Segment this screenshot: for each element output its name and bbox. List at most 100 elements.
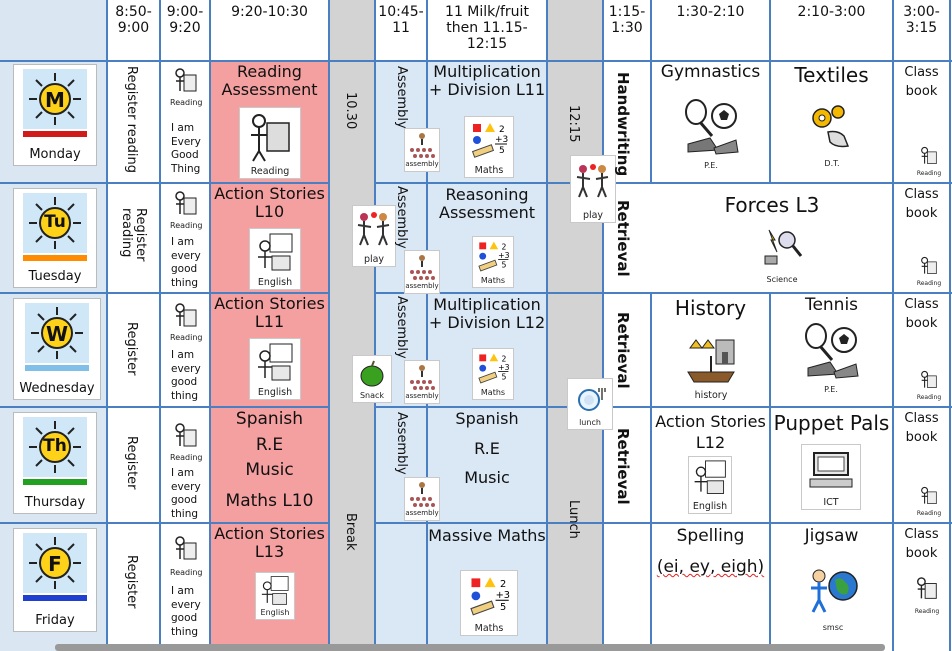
cell-thu-mid: Spanish R.E Music bbox=[428, 408, 546, 522]
pe-icon bbox=[685, 99, 739, 155]
lesson-subtitle: (ei, ey, eigh) bbox=[656, 557, 765, 577]
reading-icon bbox=[921, 256, 937, 274]
symbol-caption: ICT bbox=[823, 497, 839, 508]
header-time-3: 9:20-10:30 bbox=[231, 4, 308, 20]
symbol-caption: Reading bbox=[916, 280, 942, 287]
symbol-caption: Reading bbox=[914, 608, 940, 615]
lesson-title: Tennis bbox=[804, 295, 859, 315]
reading-symbol-tuesday: Reading bbox=[170, 188, 202, 232]
retrieval-wednesday: Retrieval bbox=[614, 312, 632, 389]
lesson-title: Class book bbox=[904, 297, 939, 331]
symbol-caption: Reading bbox=[916, 170, 942, 177]
day-wednesday: W Wednesday bbox=[13, 298, 101, 400]
cell-thu-am: Spanish R.E Music Maths L10 bbox=[211, 408, 328, 522]
history-icon bbox=[687, 339, 735, 383]
day-color-bar bbox=[23, 131, 87, 137]
register-tuesday: Register reading bbox=[119, 208, 148, 262]
svg-text:5: 5 bbox=[499, 146, 505, 156]
svg-text:+3: +3 bbox=[498, 251, 509, 260]
lesson-title: Forces L3 bbox=[724, 193, 820, 217]
maths-icon: 2+35 bbox=[478, 353, 510, 384]
history-symbol: history bbox=[682, 332, 740, 402]
grid-v-6 bbox=[426, 0, 428, 651]
maths-icon: 2+35 bbox=[471, 123, 508, 158]
lesson-title: Action Stories L12 bbox=[655, 412, 766, 452]
lesson-title: Textiles bbox=[794, 63, 869, 87]
assembly-symbol-mon: assembly bbox=[404, 128, 440, 172]
register-friday: Register bbox=[124, 555, 139, 609]
svg-text:+3: +3 bbox=[498, 363, 509, 372]
day-letter: W bbox=[45, 322, 69, 346]
lesson-line: Spanish bbox=[455, 409, 519, 428]
symbol-caption: D.T. bbox=[824, 159, 840, 168]
grid-v-3 bbox=[209, 0, 211, 651]
symbol-caption: P.E. bbox=[824, 385, 838, 394]
symbol-caption: Reading bbox=[916, 394, 942, 401]
grid-v-4 bbox=[328, 0, 330, 651]
lesson-title: Class book bbox=[904, 411, 939, 445]
svg-text:2: 2 bbox=[502, 242, 507, 251]
snack-symbol-break: Snack bbox=[352, 355, 392, 403]
lesson-title: Action Stories L10 bbox=[214, 184, 325, 221]
reading-icon bbox=[921, 146, 937, 164]
day-letter: F bbox=[48, 552, 62, 576]
lesson-title: Class book bbox=[904, 65, 939, 99]
play-icon bbox=[576, 164, 609, 198]
svg-text:5: 5 bbox=[502, 372, 507, 381]
grid-v-2 bbox=[159, 0, 161, 651]
cell-fri-am: Action Stories L13 English bbox=[211, 524, 328, 644]
sun-icon bbox=[29, 421, 81, 473]
symbol-caption: lunch bbox=[579, 418, 601, 427]
symbol-caption: Reading bbox=[170, 98, 203, 107]
cell-thu-p2: Puppet Pals ICT bbox=[771, 408, 892, 522]
lesson-title: Gymnastics bbox=[660, 62, 761, 82]
plate-icon bbox=[578, 388, 606, 411]
cell-mon-am: Reading Assessment Reading bbox=[211, 62, 328, 182]
svg-text:5: 5 bbox=[500, 602, 506, 613]
lesson-title: Reading Assessment bbox=[221, 62, 318, 99]
reading-icon bbox=[921, 370, 937, 388]
lesson-title: History bbox=[674, 296, 747, 320]
svg-text:2: 2 bbox=[502, 354, 507, 363]
play-symbol-lunch: play bbox=[570, 155, 616, 223]
lesson-title: Reasoning Assessment bbox=[439, 185, 535, 222]
grid-v-10b bbox=[769, 292, 771, 651]
grid-h-0 bbox=[0, 60, 952, 62]
cell-fri-classbook: Class book Reading bbox=[894, 524, 949, 644]
reading-icon bbox=[175, 191, 197, 215]
gears-icon bbox=[812, 105, 850, 148]
svg-text:+3: +3 bbox=[496, 590, 511, 601]
play-symbol-break: play bbox=[352, 205, 396, 267]
svg-text:5: 5 bbox=[502, 260, 507, 269]
svg-text:2: 2 bbox=[499, 125, 505, 135]
english-icon bbox=[261, 576, 289, 605]
assembly-symbol-tue: assembly bbox=[404, 250, 440, 294]
cell-tue-p: Forces L3 Science bbox=[652, 184, 892, 292]
reading-icon bbox=[921, 486, 937, 504]
sun-icon bbox=[29, 537, 81, 589]
symbol-caption: Reading bbox=[170, 453, 203, 462]
handwriting-monday: Handwriting bbox=[614, 72, 632, 177]
day-tuesday: Tu Tuesday bbox=[13, 188, 97, 288]
header-time-8: 2:10-3:00 bbox=[797, 4, 866, 20]
symbol-caption: English bbox=[257, 387, 293, 398]
grid-h-4b bbox=[376, 522, 952, 524]
lesson-line: Music bbox=[464, 468, 510, 487]
grid-h-2b bbox=[376, 292, 952, 294]
symbol-caption: English bbox=[692, 501, 728, 512]
assembly-icon bbox=[410, 255, 435, 280]
reading-symbol-thursday: Reading bbox=[170, 420, 202, 464]
ict-symbol: ICT bbox=[801, 444, 861, 510]
grid-v-9b bbox=[650, 292, 652, 651]
reading-icon bbox=[175, 536, 197, 560]
lesson-line: R.E bbox=[474, 439, 500, 458]
dt-symbol: D.T. bbox=[805, 100, 859, 170]
grid-v-11 bbox=[892, 0, 894, 651]
computer-icon bbox=[809, 452, 853, 488]
header-time-4: 10:45-11 bbox=[378, 4, 424, 36]
day-name: Thursday bbox=[24, 495, 86, 510]
